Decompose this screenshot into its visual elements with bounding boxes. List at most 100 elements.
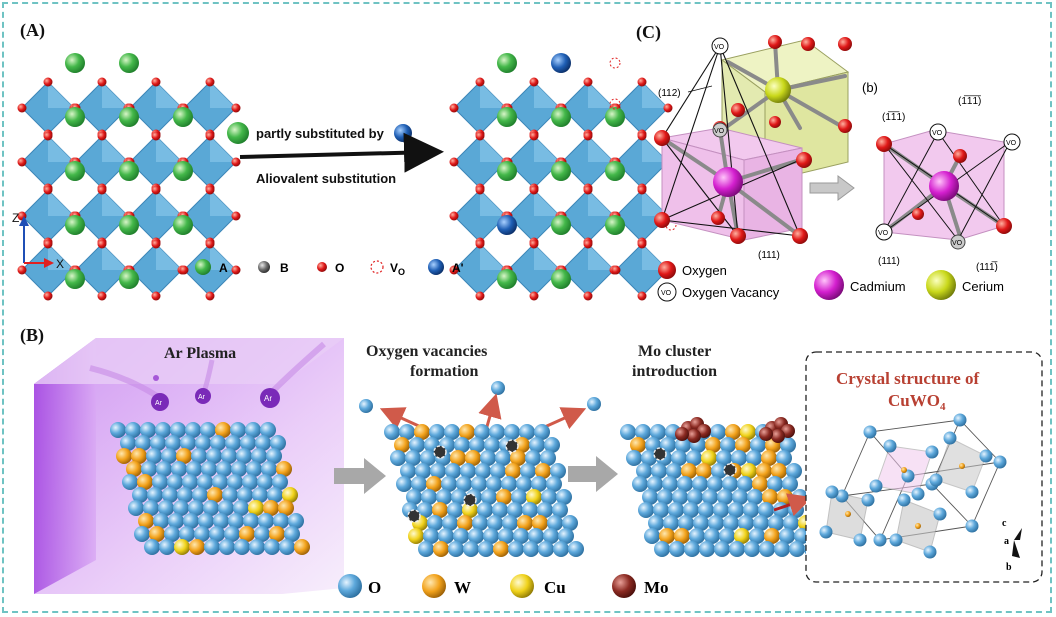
- lattice-atom: [477, 502, 493, 518]
- lattice-atom: [406, 489, 422, 505]
- panel-b: Ar Plasma Ar Ar Ar Oxygen vacancies form…: [34, 338, 1043, 598]
- legend-a-prime-swatch: [428, 259, 444, 275]
- lattice-atom: [240, 435, 256, 451]
- oxygen-atom: [637, 77, 647, 87]
- lattice-atom: [255, 435, 271, 451]
- cadmium-atom-b: [929, 171, 959, 201]
- inset-oxygen-atom: [873, 533, 887, 547]
- lattice-atom: [738, 515, 754, 531]
- legend-a-prime-label: A': [452, 261, 464, 275]
- lattice-atom: [541, 489, 557, 505]
- lattice-atom: [501, 476, 517, 492]
- lattice-atom: [116, 448, 132, 464]
- lattice-atom: [719, 528, 735, 544]
- lattice-atom: [415, 463, 431, 479]
- lattice-atom: [779, 528, 795, 544]
- lattice-atom: [677, 476, 693, 492]
- oxygen-atom: [17, 265, 27, 275]
- legend-vacancy-label-c: Oxygen Vacancy: [682, 285, 780, 300]
- lattice-atom: [717, 489, 733, 505]
- lattice-atom: [761, 450, 777, 466]
- lattice-atom: [556, 489, 572, 505]
- oxygen-atom: [17, 157, 27, 167]
- plane-111-label: (111): [758, 250, 780, 261]
- lattice-atom: [696, 463, 712, 479]
- ar-ions: Ar Ar Ar: [89, 341, 326, 411]
- legend-o-label: O: [335, 261, 344, 275]
- z-axis-arrowhead: [19, 216, 29, 226]
- lattice-atom: [180, 435, 196, 451]
- lattice-atom: [254, 526, 270, 542]
- lattice-atom: [756, 463, 772, 479]
- legend-o-label-b: O: [368, 578, 381, 597]
- lattice-atom: [400, 463, 416, 479]
- lattice-atom: [234, 539, 250, 555]
- lattice-atom: [558, 528, 574, 544]
- lattice-atom: [453, 528, 469, 544]
- panel-b-legend: O W Cu Mo: [338, 574, 669, 598]
- lattice-atom: [689, 528, 705, 544]
- oxygen-atom: [529, 77, 539, 87]
- lattice-atom: [728, 502, 744, 518]
- atom-cluster-plasma: [110, 422, 310, 555]
- oxygen-atom: [637, 131, 647, 141]
- oxygen-atom: [231, 265, 241, 275]
- lattice-atom: [743, 502, 759, 518]
- oxygen-atom: [151, 131, 161, 141]
- lattice-atom: [263, 500, 279, 516]
- a-site-atom: [605, 107, 625, 127]
- lattice-atom: [516, 476, 532, 492]
- octahedron-facet: [588, 136, 614, 162]
- legend-o-swatch: [317, 262, 327, 272]
- lattice-atom: [684, 541, 700, 557]
- a-site-atom: [119, 215, 139, 235]
- arrow-top-text: partly substituted by: [256, 126, 385, 141]
- lattice-atom: [201, 461, 217, 477]
- lattice-atom: [156, 461, 172, 477]
- lattice-atom: [219, 539, 235, 555]
- octahedron-facet: [210, 190, 236, 216]
- inset-oxygen-atom: [825, 485, 839, 499]
- oxygen-atom: [205, 185, 215, 195]
- step2-title-line2: formation: [410, 363, 479, 380]
- legend-vacancy-label: VO: [390, 261, 405, 277]
- lattice-atom: [648, 515, 664, 531]
- lattice-atom: [498, 528, 514, 544]
- octahedron-facet: [156, 136, 182, 162]
- lattice-atom: [663, 515, 679, 531]
- lattice-atom: [221, 448, 237, 464]
- lattice-atom: [390, 450, 406, 466]
- inset-oxygen-atom: [853, 533, 867, 547]
- lattice-atom: [128, 500, 144, 516]
- lattice-atom: [716, 450, 732, 466]
- lattice-atom: [522, 502, 538, 518]
- lattice-atom: [408, 528, 424, 544]
- lattice-atom: [264, 539, 280, 555]
- lattice-atom: [487, 515, 503, 531]
- sub-label-b: (b): [862, 80, 878, 95]
- lattice-atom: [177, 487, 193, 503]
- lattice-atom: [693, 515, 709, 531]
- lattice-atom: [638, 502, 654, 518]
- oxygen-atom: [475, 131, 485, 141]
- lattice-atom: [204, 539, 220, 555]
- oxygen-atom: [475, 291, 485, 301]
- legend-oxygen-label: Oxygen: [682, 263, 727, 278]
- inset-oxygen-atom: [953, 413, 967, 427]
- lattice-atom: [647, 476, 663, 492]
- plane-112-pointer: [687, 85, 713, 93]
- lattice-atom: [544, 437, 560, 453]
- lattice-atom: [526, 489, 542, 505]
- legend-w-label: W: [454, 578, 471, 597]
- lattice-atom: [405, 450, 421, 466]
- octahedron-facet: [480, 190, 506, 216]
- inset-oxygen-atom: [965, 485, 979, 499]
- lattice-atom: [159, 539, 175, 555]
- octahedron-facet: [156, 82, 182, 108]
- plasma-box-left-face: [34, 338, 96, 594]
- lattice-atom: [774, 541, 790, 557]
- octahedron-facet: [588, 190, 614, 216]
- oxygen-atom: [43, 185, 53, 195]
- lattice-atom: [174, 539, 190, 555]
